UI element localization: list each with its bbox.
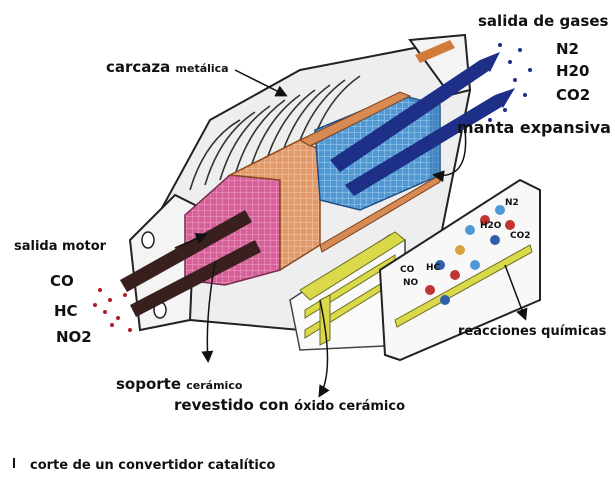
label-revestido-main: revestido con: [174, 396, 289, 414]
label-carcaza: carcaza metálica: [106, 60, 229, 75]
mol-n2: N2: [505, 198, 519, 208]
label-carcaza-sub: metálica: [176, 62, 229, 75]
label-manta-expansiva: manta expansiva: [457, 120, 611, 136]
label-revestido-sub: óxido cerámico: [294, 399, 405, 414]
label-h2o: H20: [556, 64, 589, 79]
label-soporte: soporte cerámico: [116, 377, 242, 392]
label-hc: HC: [54, 304, 78, 319]
label-salida-gases: salida de gases: [478, 14, 608, 29]
label-soporte-sub: cerámico: [186, 379, 242, 392]
label-soporte-main: soporte: [116, 375, 181, 393]
label-no2: NO2: [56, 330, 92, 345]
label-carcaza-main: carcaza: [106, 58, 170, 76]
mol-co: CO: [400, 265, 415, 275]
mol-no: NO: [403, 278, 419, 288]
label-co2: CO2: [556, 88, 590, 103]
mol-h2o: H2O: [480, 221, 502, 231]
label-n2: N2: [556, 42, 579, 57]
label-revestido: revestido con óxido cerámico: [174, 398, 405, 413]
label-salida-motor: salida motor: [14, 240, 106, 253]
mol-co2: CO2: [510, 231, 531, 241]
inlet-gas-particles: [93, 288, 132, 332]
mol-hc: HC: [426, 263, 441, 273]
label-reacciones-quimicas: reacciones químicas: [458, 325, 606, 338]
caption: corte de un convertidor catalítico: [30, 459, 275, 472]
label-co: CO: [50, 274, 74, 289]
